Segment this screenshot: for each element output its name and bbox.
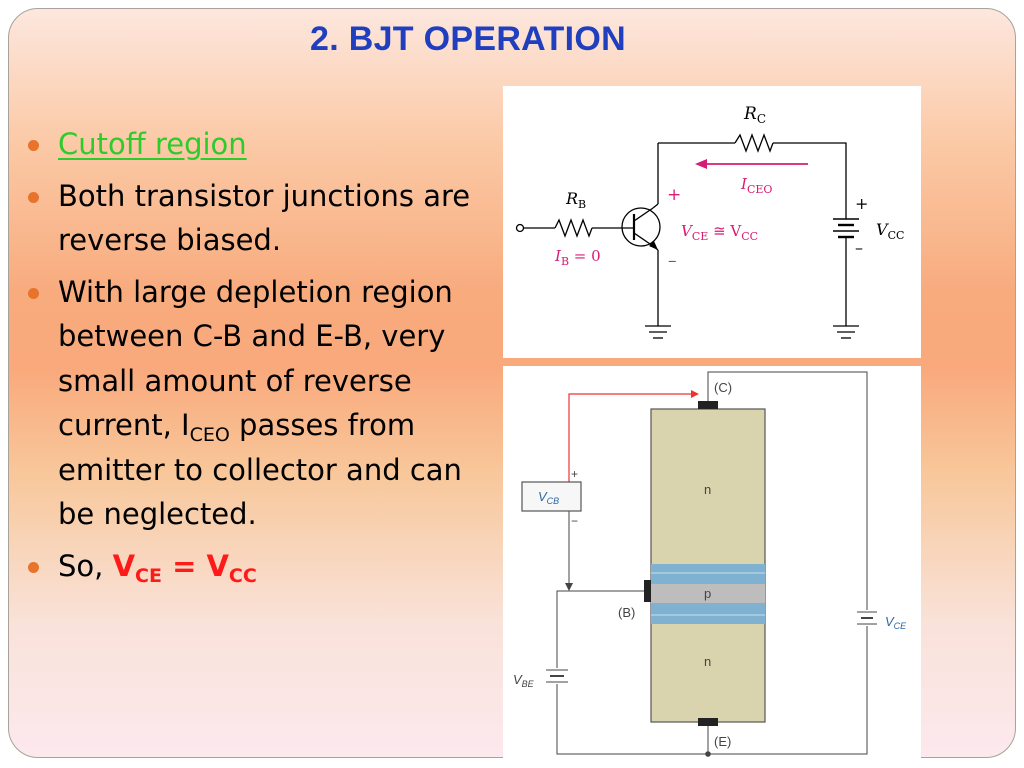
bullet-list: Cutoff region Both transistor junctions … — [22, 122, 492, 595]
vce-approx-vcc-label: VCE ≅ VCC — [681, 222, 758, 243]
collector-label: (C) — [714, 380, 732, 395]
iceo-label: ICEO — [740, 175, 772, 196]
ib-label: IB = 0 — [554, 247, 601, 268]
vce-equals-vcc: VCE = VCC — [112, 548, 257, 586]
bullet-cutoff-region: Cutoff region — [22, 122, 492, 167]
ce-subscript: CE — [135, 564, 162, 587]
vcc-label: VCC — [876, 220, 904, 242]
vcb-minus-sign: − — [571, 514, 578, 528]
depletion-text-pre: With large depletion region between C-B … — [58, 274, 453, 443]
cutoff-region-link[interactable]: Cutoff region — [58, 127, 247, 161]
vcc-plus-sign: + — [855, 194, 868, 213]
npn-structure-diagram: + − VCB (C) n p n (B) (E) VBE VCE — [503, 366, 921, 758]
cutoff-circuit-diagram: RC ICEO RB IB = 0 + – VCE ≅ VCC + – VCC — [503, 86, 921, 358]
rc-label: RC — [743, 104, 766, 126]
vbe-label: VBE — [513, 672, 535, 689]
bullet-depletion: With large depletion region between C-B … — [22, 270, 492, 537]
rb-label: RB — [565, 189, 586, 211]
bullet-conclusion: So, VCE = VCC — [22, 544, 492, 589]
n-type-top-label: n — [704, 482, 711, 497]
vcb-plus-sign: + — [571, 467, 578, 481]
depletion-text-post: passes from emitter to collector and can… — [58, 408, 462, 531]
p-type-label: p — [704, 586, 711, 601]
slide-title: 2. BJT OPERATION — [310, 20, 626, 58]
bullet-junctions: Both transistor junctions are reverse bi… — [22, 174, 492, 263]
junctions-text: Both transistor junctions are reverse bi… — [58, 178, 471, 258]
vcc-minus-sign: – — [855, 238, 863, 257]
vce-minus-sign: – — [668, 251, 677, 271]
vcb-label: VCB — [538, 489, 559, 506]
base-label: (B) — [618, 605, 635, 620]
emitter-label: (E) — [714, 734, 731, 749]
vce-label: VCE — [885, 614, 907, 631]
so-text: So, — [58, 548, 113, 583]
vce-plus-sign: + — [667, 185, 681, 205]
n-type-bottom-label: n — [704, 654, 711, 669]
iceo-subscript: CEO — [189, 424, 230, 446]
equals-v: = V — [161, 548, 229, 583]
v-letter: V — [112, 548, 136, 583]
cc-subscript: CC — [228, 564, 257, 587]
